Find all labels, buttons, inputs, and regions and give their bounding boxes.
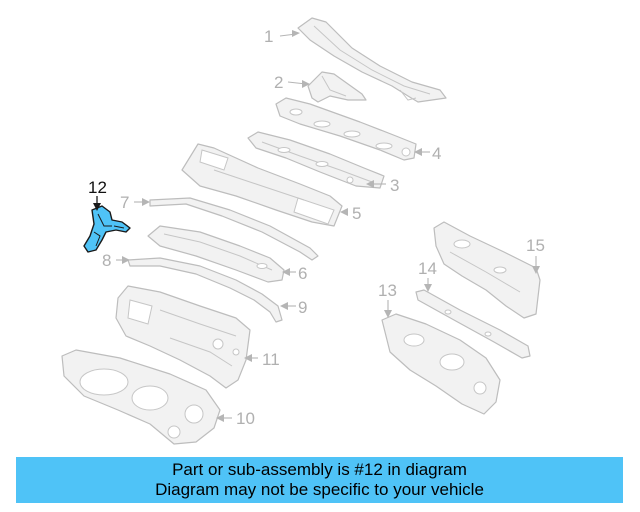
callout-14: 14 [418,259,437,278]
callout-13: 13 [378,281,397,300]
banner-line-2: Diagram may not be specific to your vehi… [155,480,484,499]
part-8-9-seal: 8 9 [102,251,307,323]
callout-12: 12 [88,178,107,197]
part-5-dash-upper: 5 [181,143,361,227]
callout-6: 6 [298,264,307,283]
callout-15: 15 [526,236,545,255]
part-4-reinforcement: 4 [275,97,441,163]
callout-5: 5 [352,204,361,223]
part-10-dash-insulator: 10 [61,349,255,445]
callout-11: 11 [262,350,280,369]
callout-7: 7 [120,193,129,212]
callout-1: 1 [264,27,273,46]
callout-8: 8 [102,251,111,270]
part-6-lower-cowl: 6 [147,225,307,283]
callout-9: 9 [298,298,307,317]
part-3-cowl-inner: 3 [247,131,399,195]
banner-line-1: Part or sub-assembly is #12 in diagram [172,460,467,479]
part-15-side-insulator: 15 [433,221,545,319]
part-14-strip: 14 [415,259,531,359]
callout-10: 10 [236,409,255,428]
callout-2: 2 [274,73,283,92]
callout-4: 4 [432,144,441,163]
part-2-bracket: 2 [274,71,367,103]
info-banner: Part or sub-assembly is #12 in diagram D… [16,457,623,503]
part-13-side-panel: 13 [378,281,501,415]
part-1-cowl-panel: 1 [264,17,447,103]
part-11-dash-inner: 11 [115,285,280,389]
part-7-seal: 7 [120,193,319,261]
callout-3: 3 [390,176,399,195]
part-12-highlighted: 12 [83,178,131,253]
